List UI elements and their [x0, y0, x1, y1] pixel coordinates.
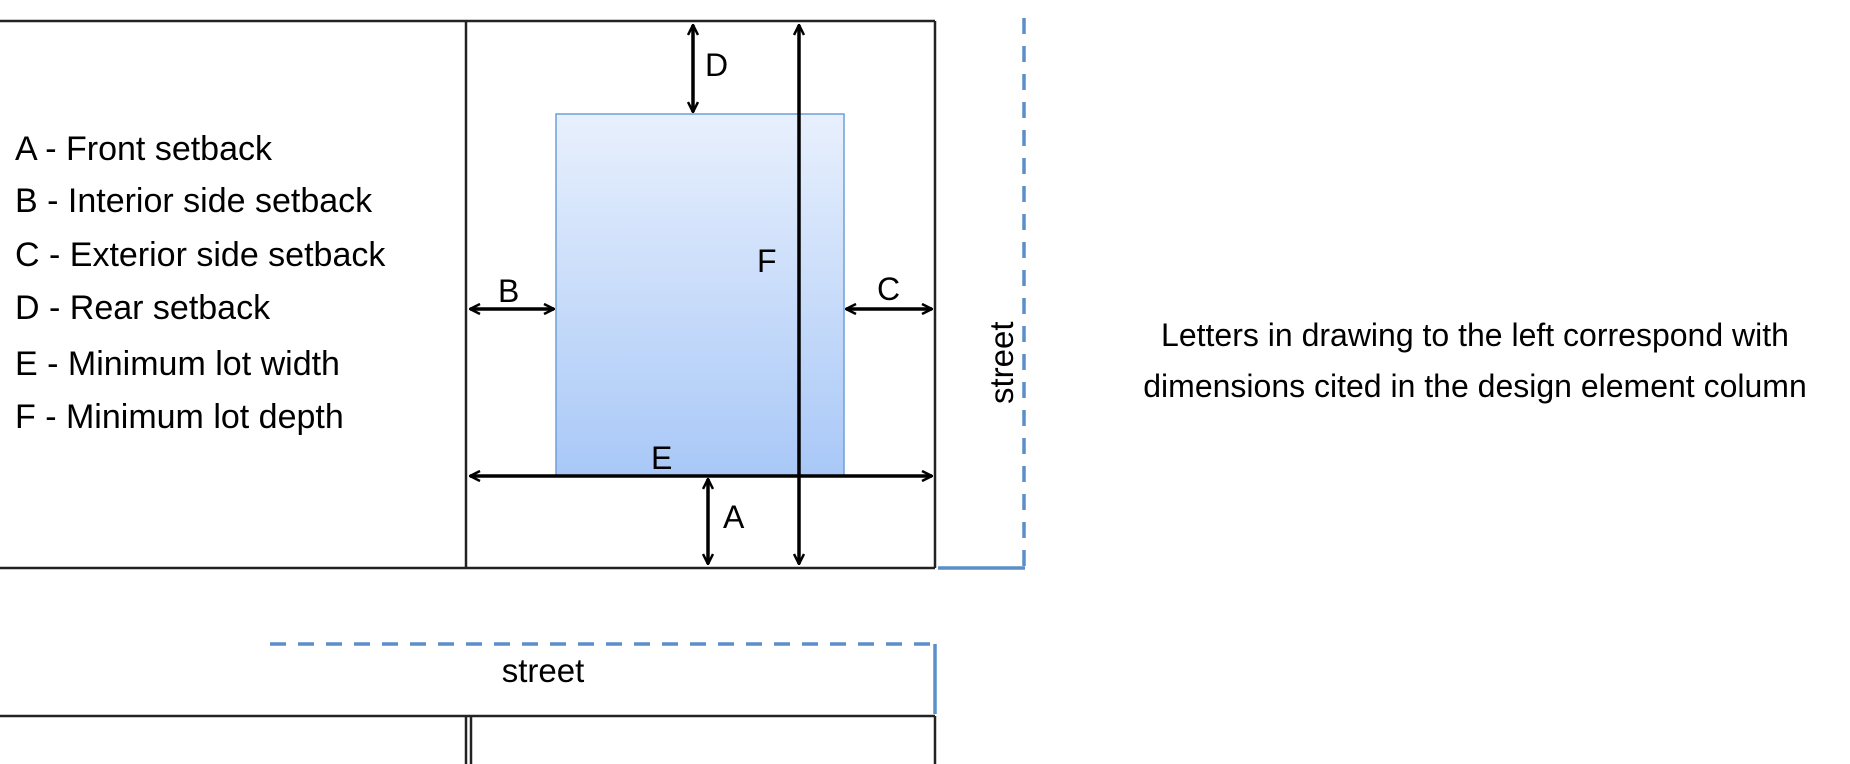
front-street-line — [270, 642, 937, 714]
dimension-label-a: A — [723, 499, 745, 535]
legend-item-c: C - Exterior side setback — [15, 236, 386, 274]
lot-lines — [0, 19, 937, 764]
explanatory-note: Letters in drawing to the left correspon… — [1143, 317, 1807, 404]
legend-item-a: A - Front setback — [15, 130, 273, 168]
dimension-label-c: C — [877, 271, 900, 307]
dimension-label-b: B — [498, 273, 519, 309]
building-footprint — [555, 113, 845, 477]
legend-item-e: E - Minimum lot width — [15, 345, 340, 383]
dimension-label-e: E — [651, 440, 672, 476]
legend-item-f: F - Minimum lot depth — [15, 398, 344, 436]
front-street-label: street — [502, 652, 585, 689]
legend-item-b: B - Interior side setback — [15, 182, 373, 220]
side-street-label: street — [983, 321, 1020, 404]
dimension-label-f: F — [757, 243, 777, 279]
legend: A - Front setback B - Interior side setb… — [15, 130, 386, 436]
legend-item-d: D - Rear setback — [15, 289, 271, 327]
dimension-label-d: D — [705, 47, 728, 83]
side-street-line — [938, 18, 1026, 570]
